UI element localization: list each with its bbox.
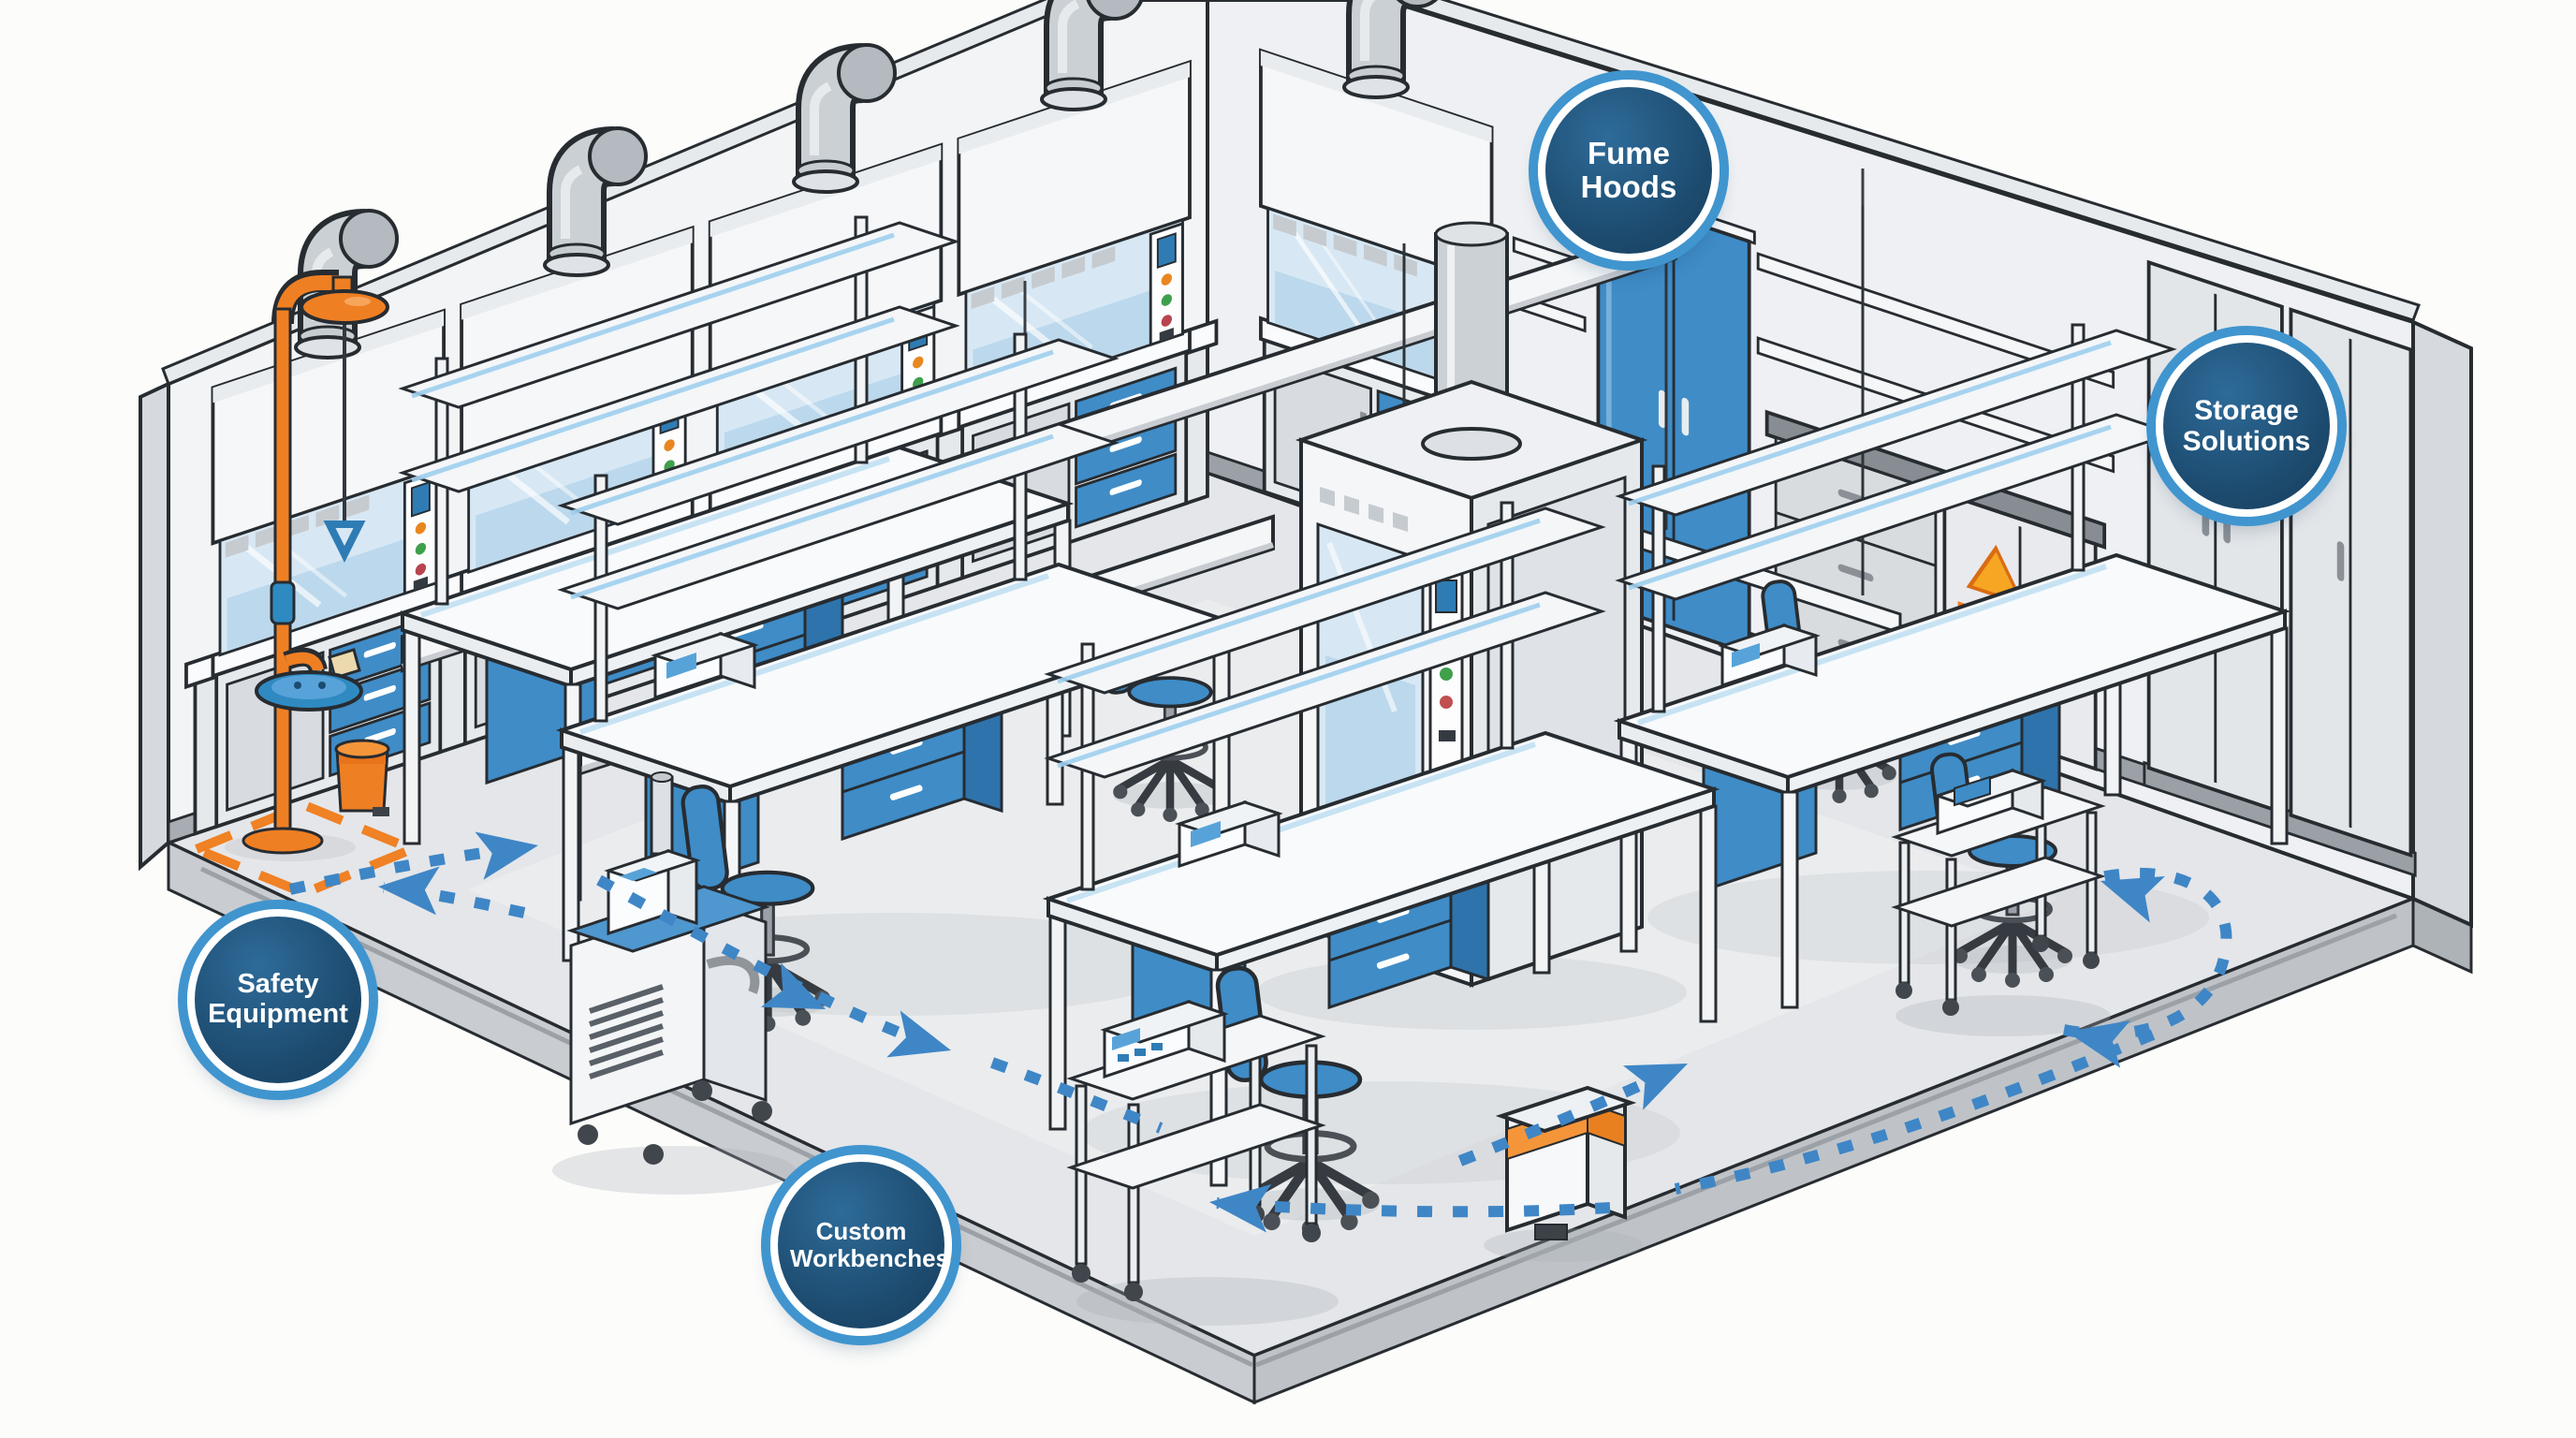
emergency-shower-eyewash <box>225 270 389 861</box>
equipment-cart-2 <box>1066 999 1339 1326</box>
upper-shelf <box>1756 252 2115 389</box>
badge-label: Custom Workbenches <box>790 1217 950 1272</box>
cart-monitor-device <box>1933 768 2047 836</box>
safety-floor-marking <box>183 800 425 899</box>
benchtop-device <box>1718 623 1821 688</box>
cart-analyzer <box>1100 999 1229 1079</box>
safety-corner <box>183 270 425 899</box>
badge-label: Fume Hoods <box>1580 135 1677 204</box>
badge-custom-workbenches: Custom Workbenches <box>770 1154 952 1336</box>
pull-handle <box>323 521 366 563</box>
benchtop-device <box>651 631 759 700</box>
equipment-cart-3 <box>1891 768 2111 1036</box>
benchtop-device <box>1175 800 1283 869</box>
badge-safety-equipment: Safety Equipment <box>187 909 369 1091</box>
orange-pedal-bin <box>334 739 390 816</box>
badge-label: Safety Equipment <box>208 969 348 1029</box>
badge-fume-hoods: Fume Hoods <box>1538 80 1720 261</box>
equipment-cart-1 <box>552 771 796 1195</box>
shower-head <box>300 289 389 325</box>
shower-base <box>242 827 324 855</box>
shower-pole <box>273 307 292 841</box>
badge-label: Storage Solutions <box>2182 395 2311 457</box>
cart-analyzer <box>604 771 701 936</box>
workflow-path <box>288 842 2232 1218</box>
badge-storage-solutions: Storage Solutions <box>2156 335 2337 517</box>
